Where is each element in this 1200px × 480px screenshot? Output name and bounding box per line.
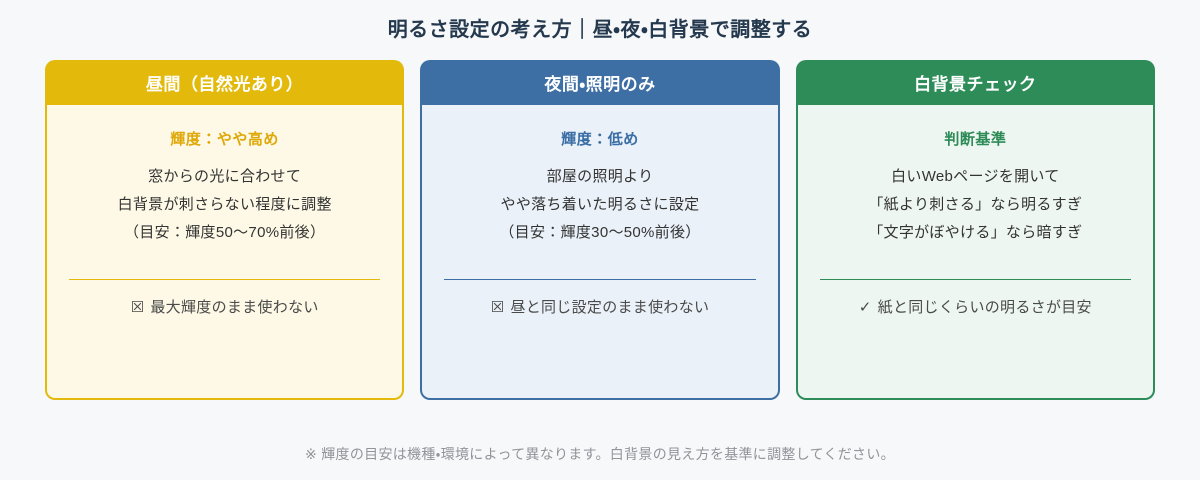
note: ☒ 最大輝度のまま使わない (47, 294, 402, 322)
note: ☒ 昼と同じ設定のまま使わない (422, 294, 777, 322)
accent-label: 輝度：低め (561, 131, 639, 148)
note-label: 昼と同じ設定のまま使わない (510, 299, 710, 316)
body-line: （目安：輝度50〜70%前後） (124, 224, 326, 241)
cards-row: 昼間（自然光あり） 輝度：やや高め 窓からの光に合わせて 白背景が刺さらない程度… (45, 60, 1155, 400)
note: ✓ 紙と同じくらいの明るさが目安 (798, 294, 1153, 322)
note-label: 最大輝度のまま使わない (150, 299, 319, 316)
card-night-header: 夜間・照明のみ (420, 60, 780, 105)
body-line: 「文字がぼやける」なら暗すぎ (868, 224, 1083, 241)
body-line: やや落ち着いた明るさに設定 (500, 196, 700, 213)
card-white-background-check-body: 判断基準 白いWebページを開いて 「紙より刺さる」なら明るすぎ 「文字がぼやけ… (795, 105, 1155, 400)
divider (69, 279, 381, 280)
crossed-box-icon: ☒ (130, 299, 145, 316)
footnote: ※ 輝度の目安は機種・環境によって異なります。白背景の見え方を基準に調整してくだ… (305, 446, 895, 462)
divider (819, 279, 1131, 280)
note-label: 紙と同じくらいの明るさが目安 (877, 299, 1092, 316)
accent-label: 輝度：やや高め (170, 131, 279, 148)
card-daytime: 昼間（自然光あり） 輝度：やや高め 窓からの光に合わせて 白背景が刺さらない程度… (45, 60, 405, 400)
body-line: 窓からの光に合わせて (148, 168, 302, 185)
body-line: 「紙より刺さる」なら明るすぎ (868, 196, 1083, 213)
card-white-background-check: 白背景チェック 判断基準 白いWebページを開いて 「紙より刺さる」なら明るすぎ… (795, 60, 1155, 400)
body-lines: 部屋の照明より やや落ち着いた明るさに設定 （目安：輝度30〜50%前後） (422, 163, 777, 247)
body-line: 白いWebページを開いて (891, 168, 1060, 185)
body-lines: 白いWebページを開いて 「紙より刺さる」なら明るすぎ 「文字がぼやける」なら暗… (798, 163, 1153, 247)
body-line: 部屋の照明より (546, 168, 654, 185)
divider (444, 279, 756, 280)
body-line: 白背景が刺さらない程度に調整 (117, 196, 332, 213)
accent-label: 判断基準 (944, 131, 1007, 148)
body-line: （目安：輝度30〜50%前後） (499, 224, 701, 241)
card-night-body: 輝度：低め 部屋の照明より やや落ち着いた明るさに設定 （目安：輝度30〜50%… (420, 105, 780, 400)
check-icon: ✓ (858, 299, 872, 316)
crossed-box-icon: ☒ (490, 299, 505, 316)
card-daytime-header: 昼間（自然光あり） (45, 60, 405, 105)
card-night: 夜間・照明のみ 輝度：低め 部屋の照明より やや落ち着いた明るさに設定 （目安：… (420, 60, 780, 400)
card-white-background-check-header: 白背景チェック (795, 60, 1155, 105)
page-title: 明るさ設定の考え方｜昼・夜・白背景で調整する (387, 19, 813, 41)
body-lines: 窓からの光に合わせて 白背景が刺さらない程度に調整 （目安：輝度50〜70%前後… (47, 163, 402, 247)
card-daytime-body: 輝度：やや高め 窓からの光に合わせて 白背景が刺さらない程度に調整 （目安：輝度… (45, 105, 405, 400)
